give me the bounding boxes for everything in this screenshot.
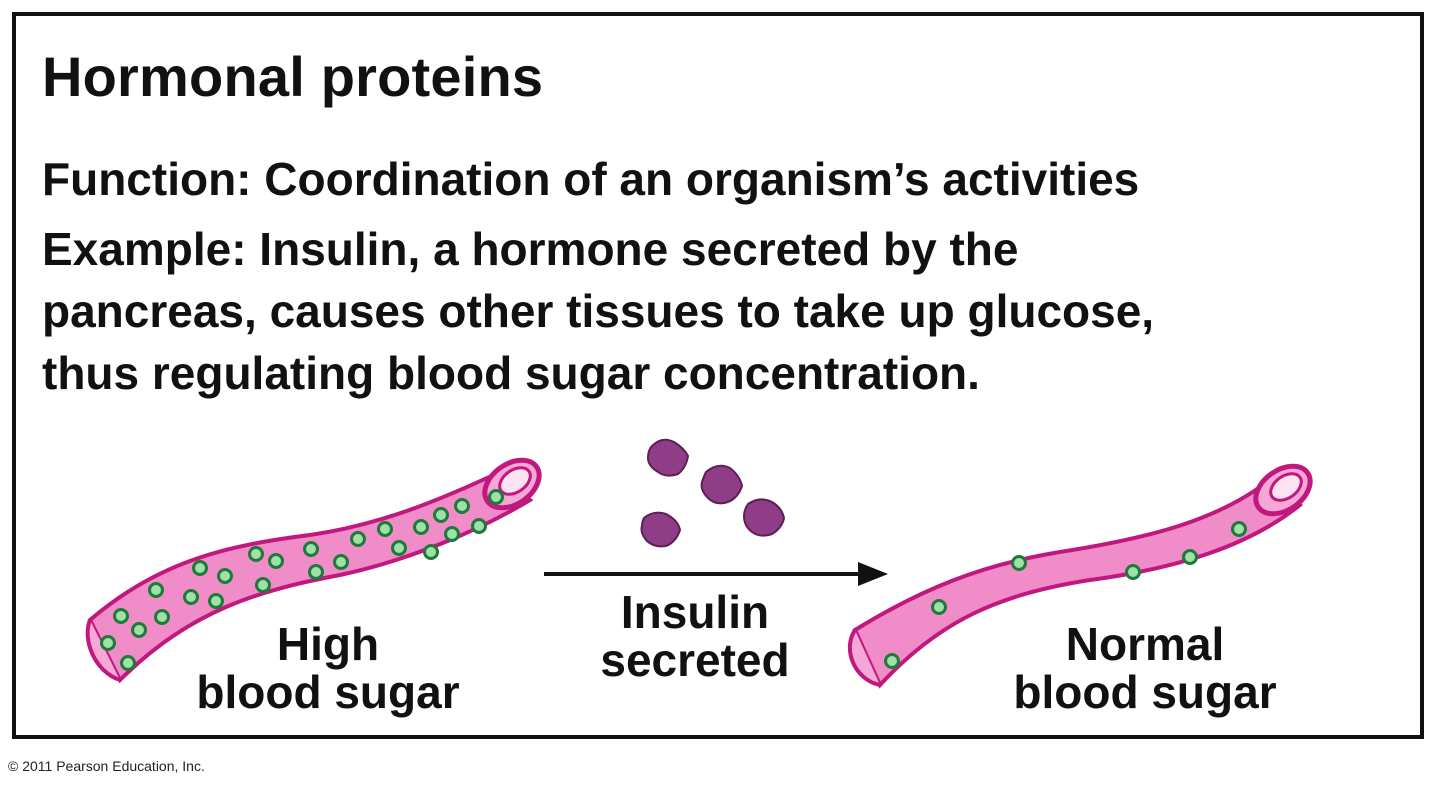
glucose-molecules-high: [100, 489, 504, 671]
normal-label-line-2: blood sugar: [1013, 666, 1277, 718]
example-line-3: thus regulating blood sugar concentratio…: [42, 347, 980, 399]
figure-frame: [12, 12, 1424, 739]
example-line-2: pancreas, causes other tissues to take u…: [42, 285, 1155, 337]
example-line-1: Example: Insulin, a hormone secreted by …: [42, 223, 1019, 275]
normal-label-line-1: Normal: [1065, 618, 1225, 670]
high-blood-sugar-label: High blood sugar: [178, 620, 478, 716]
insulin-label-line-1: Insulin: [620, 586, 770, 638]
high-label-line-1: High: [276, 618, 380, 670]
function-text: Function: Coordination of an organism’s …: [42, 153, 1140, 205]
insulin-molecules: [640, 438, 786, 548]
normal-sugar-vessel: [847, 463, 1313, 689]
glucose-molecules-normal: [884, 521, 1247, 669]
copyright-text: © 2011 Pearson Education, Inc.: [8, 758, 205, 774]
figure-title: Hormonal proteins: [42, 45, 544, 108]
insulin-label-line-2: secreted: [600, 634, 790, 686]
high-label-line-2: blood sugar: [196, 666, 460, 718]
process-arrow: [544, 562, 888, 586]
insulin-secreted-label: Insulin secreted: [570, 588, 820, 684]
normal-blood-sugar-label: Normal blood sugar: [990, 620, 1300, 716]
